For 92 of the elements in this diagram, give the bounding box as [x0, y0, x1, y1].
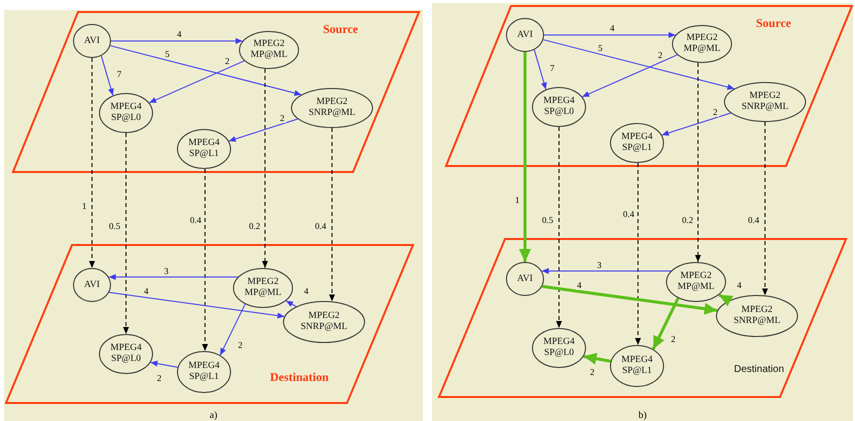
edge-label: 4 [176, 29, 182, 39]
arrow [534, 49, 547, 90]
format-ellipse: MPEG4 SP@L0 [532, 328, 586, 368]
edge-label: 2 [156, 373, 162, 383]
edge-label: 5 [164, 49, 170, 59]
edge-label: 2 [224, 56, 230, 66]
arrow [220, 304, 246, 356]
edge-label: 5 [597, 43, 604, 53]
arrow [108, 274, 238, 280]
edge-label: 7 [549, 63, 556, 73]
edge-label: 4 [143, 286, 150, 296]
edge-label: 4 [736, 280, 742, 290]
format-ellipse: MPEG4 SP@L1 [610, 345, 664, 387]
format-ellipse: MPEG2 SNRP@ML [283, 301, 365, 343]
edge-label: 0.4 [747, 215, 760, 225]
arrow [542, 284, 718, 315]
format-ellipse: MPEG4 SP@L0 [99, 93, 153, 133]
plane-label: Source [756, 16, 792, 31]
edge-label: 2 [657, 50, 664, 60]
panel-caption: b) [638, 410, 647, 421]
arrow [286, 300, 297, 308]
edge-label: 2 [589, 367, 596, 377]
arrow [544, 32, 676, 38]
edge-label: 0.4 [314, 221, 328, 231]
arrow [148, 60, 245, 104]
format-ellipse: AVI [506, 18, 544, 52]
edge-label: 1 [514, 195, 520, 205]
edge-label: 0.5 [108, 221, 122, 231]
arrow [228, 118, 298, 142]
edge-label: 1 [81, 201, 88, 211]
dashed-arrow [695, 62, 701, 263]
arrow [541, 268, 672, 274]
edge-label: 0.2 [248, 221, 262, 231]
arrow [100, 55, 114, 96]
dashed-arrow [635, 162, 641, 346]
edge-label: 4 [303, 286, 310, 296]
format-ellipse: MPEG2 MP@ML [672, 25, 732, 63]
edge-label: 4 [576, 280, 582, 290]
dashed-arrow [262, 68, 268, 269]
arrow [718, 294, 734, 306]
format-ellipse: MPEG2 MP@ML [239, 31, 299, 69]
arrow [150, 360, 178, 368]
edge-label: 2 [237, 340, 244, 350]
panel-caption: a) [210, 410, 218, 421]
plane-parallelogram [445, 5, 853, 167]
format-ellipse: MPEG2 MP@ML [233, 268, 293, 308]
plane-parallelogram [438, 238, 847, 398]
panel-background [4, 10, 423, 421]
plane-parallelogram [5, 244, 414, 404]
edge-label: 0.2 [681, 215, 694, 225]
plane-label: Source [323, 22, 358, 37]
edge-label: 2 [279, 113, 286, 123]
arrow [519, 52, 531, 262]
format-ellipse: AVI [73, 24, 111, 58]
format-ellipse: MPEG4 SP@L1 [610, 123, 664, 163]
panel-background [432, 3, 853, 421]
arrow [108, 292, 285, 319]
format-ellipse: MPEG2 MP@ML [666, 262, 726, 302]
dashed-arrow [762, 122, 768, 296]
plane-label: Destination [734, 364, 784, 375]
format-ellipse: MPEG2 SNRP@ML [724, 82, 806, 122]
edge-label: 4 [609, 23, 616, 33]
edge-label: 0.5 [541, 215, 554, 225]
arrow [110, 38, 244, 44]
plane-label: Destination [270, 370, 329, 385]
format-ellipse: MPEG2 SNRP@ML [291, 88, 373, 128]
arrow [582, 54, 678, 98]
arrow [542, 39, 735, 90]
format-ellipse: MPEG4 SP@L1 [177, 351, 231, 393]
plane-parallelogram [12, 11, 420, 173]
format-ellipse: AVI [73, 268, 111, 302]
dashed-arrow [123, 132, 129, 334]
arrow [652, 297, 680, 350]
format-ellipse: MPEG4 SP@L0 [99, 334, 153, 374]
edge-label: 3 [596, 260, 602, 270]
edge-label: 0.4 [189, 215, 202, 225]
edge-label: 3 [163, 266, 170, 276]
arrow [110, 45, 302, 96]
arrow [583, 352, 611, 365]
format-ellipse: MPEG4 SP@L0 [532, 87, 586, 127]
format-ellipse: MPEG4 SP@L1 [177, 129, 231, 169]
edge-label: 2 [670, 334, 676, 344]
format-ellipse: MPEG2 SNRP@ML [716, 295, 798, 337]
dashed-arrow [556, 126, 562, 328]
edge-label: 0.4 [622, 209, 636, 219]
dashed-arrow [89, 58, 95, 268]
edge-label: 7 [116, 69, 122, 79]
dashed-arrow [202, 168, 208, 352]
edge-label: 2 [712, 107, 718, 117]
format-ellipse: AVI [506, 262, 544, 296]
arrow [661, 112, 732, 136]
dashed-arrow [329, 128, 335, 302]
